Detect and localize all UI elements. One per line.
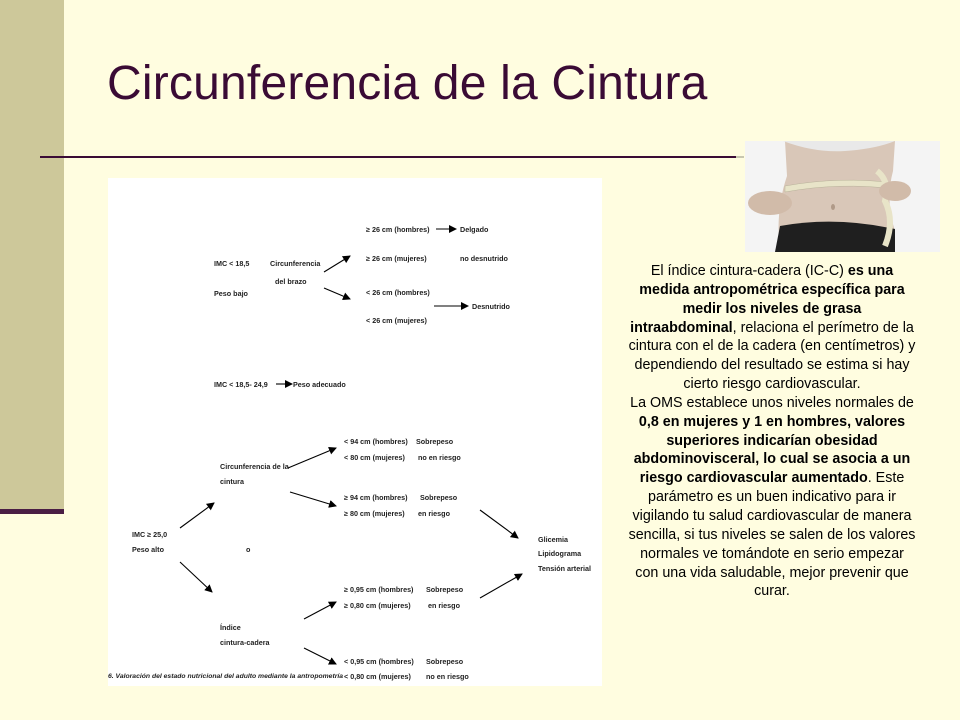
decorative-side-accent	[0, 509, 64, 514]
g3-state-label: Peso alto	[132, 545, 165, 554]
g1-row3-criterion: < 26 cm (hombres)	[366, 288, 430, 297]
g3-waist-row4-result: en riesgo	[418, 509, 451, 518]
arrow-g1-down	[323, 287, 351, 300]
g3-index-row1-result: Sobrepeso	[426, 585, 464, 594]
g3-imc-label: IMC ≥ 25,0	[132, 530, 167, 539]
g1-row4-criterion: < 26 cm (mujeres)	[366, 316, 428, 325]
g1-row2-result: no desnutrido	[460, 254, 509, 263]
title-underline-tail	[736, 156, 744, 158]
g3-waist-row1-result: Sobrepeso	[416, 437, 454, 446]
g3-index-row3-criterion: < 0,95 cm (hombres)	[344, 657, 414, 666]
p2-text-2: . Este parámetro es un buen indicativo p…	[628, 470, 916, 600]
g1-imc-label: IMC < 18,5	[214, 259, 249, 268]
g3-waist-line2: cintura	[220, 477, 245, 486]
g3-waist-row4-criterion: ≥ 80 cm (mujeres)	[344, 509, 405, 518]
g3-outcome-3: Tensión arterial	[538, 564, 591, 573]
arrow-g3-waist-up	[287, 447, 337, 469]
g1-row1-result: Delgado	[460, 225, 489, 234]
p1-bold-1: es una medida antropométrica específica …	[630, 263, 905, 336]
g1-row2-criterion: ≥ 26 cm (mujeres)	[366, 254, 427, 263]
body-text: El índice cintura-cadera (IC-C) es una m…	[628, 262, 916, 601]
g2-imc-label: IMC < 18,5- 24,9	[214, 380, 268, 389]
g3-index-line1: Índice	[220, 623, 241, 632]
p1-text-2: , relaciona el perímetro de la cintura c…	[628, 319, 916, 393]
g3-waist-row2-result: no en riesgo	[418, 453, 461, 462]
decorative-side-bar	[0, 0, 64, 514]
p2-bold-1: 0,8 en mujeres y 1 en hombres, valores s…	[633, 413, 911, 487]
g3-waist-row1-criterion: < 94 cm (hombres)	[344, 437, 408, 446]
g3-waist-row3-result: Sobrepeso	[420, 493, 458, 502]
g3-index-row3-result: Sobrepeso	[426, 657, 464, 666]
g1-row3-result: Desnutrido	[472, 302, 511, 311]
g3-waist-row3-criterion: ≥ 94 cm (hombres)	[344, 493, 408, 502]
g3-index-row4-result: no en riesgo	[426, 672, 469, 681]
g3-connector-label: o	[246, 545, 251, 554]
waist-measurement-photo	[745, 141, 940, 252]
slide-title: Circunferencia de la Cintura	[107, 57, 708, 110]
diagram-caption: 6. Valoración del estado nutricional del…	[108, 673, 343, 680]
diagram-canvas: IMC < 18,5 Peso bajo Circunferencia del …	[108, 225, 591, 681]
title-underline	[40, 156, 740, 158]
g3-index-row4-criterion: < 0,80 cm (mujeres)	[344, 672, 412, 681]
g3-index-row2-criterion: ≥ 0,80 cm (mujeres)	[344, 601, 411, 610]
g3-waist-row2-criterion: < 80 cm (mujeres)	[344, 453, 406, 462]
g3-index-row1-criterion: ≥ 0,95 cm (hombres)	[344, 585, 414, 594]
arrow-to-outcomes-top	[479, 509, 519, 539]
g1-state-label: Peso bajo	[214, 289, 249, 298]
g3-outcome-1: Glicemia	[538, 535, 569, 544]
body-paragraph-1: El índice cintura-cadera (IC-C) es una m…	[628, 262, 916, 394]
g3-outcome-2: Lipidograma	[538, 549, 582, 558]
g3-waist-line1: Circunferencia de la	[220, 462, 290, 471]
arrow-g3-to-waist	[179, 502, 215, 529]
waist-measurement-illustration	[745, 141, 940, 252]
arrow-g1-up	[323, 255, 351, 273]
g1-measure-line1: Circunferencia	[270, 259, 321, 268]
arrow-g3-waist-down	[289, 491, 337, 508]
body-paragraph-2: La OMS establece unos niveles normales d…	[628, 394, 916, 601]
arrow-g3-to-index	[179, 561, 213, 593]
arrow-g3-index-down	[303, 647, 337, 665]
g3-index-line2: cintura-cadera	[220, 638, 271, 647]
g1-measure-line2: del brazo	[275, 277, 307, 286]
g2-result-label: Peso adecuado	[293, 380, 346, 389]
p2-text-1: La OMS establece unos niveles normales d…	[630, 394, 914, 411]
nutritional-assessment-diagram: IMC < 18,5 Peso bajo Circunferencia del …	[108, 178, 602, 686]
p1-text-1: El índice cintura-cadera (IC-C)	[650, 263, 848, 279]
g1-row1-criterion: ≥ 26 cm (hombres)	[366, 225, 430, 234]
arrow-to-outcomes-bottom	[479, 573, 523, 599]
diagram-arrows	[179, 225, 523, 665]
g3-index-row2-result: en riesgo	[428, 601, 461, 610]
arrow-g3-index-up	[303, 601, 337, 620]
